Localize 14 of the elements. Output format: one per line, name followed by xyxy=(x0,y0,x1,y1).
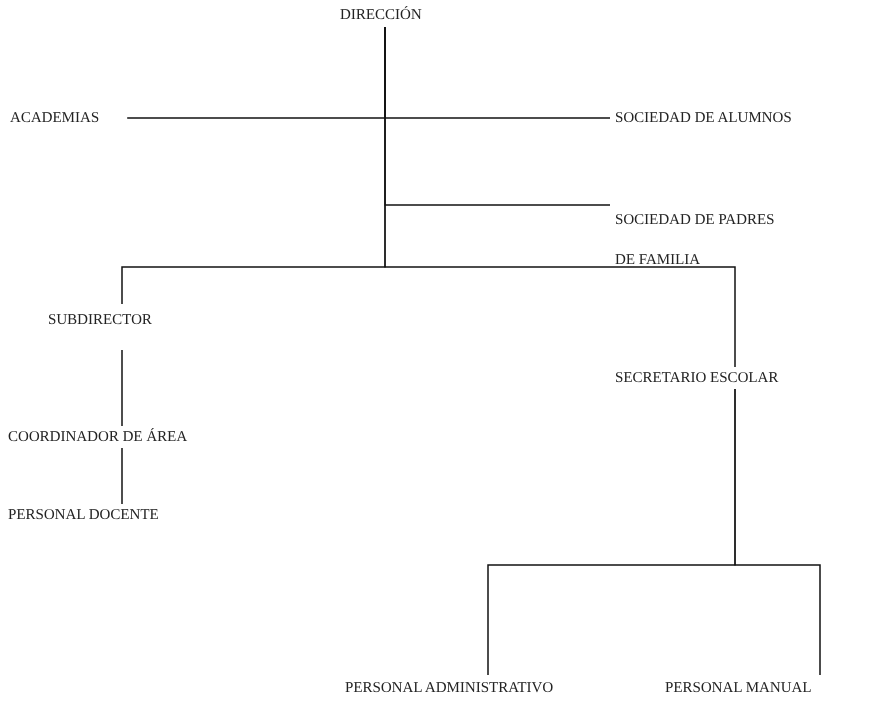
connector-line xyxy=(121,350,123,426)
connector-line xyxy=(734,389,821,675)
connector-line xyxy=(384,27,736,367)
org-unit-label: SOCIEDAD DE PADRES DE FAMILIA xyxy=(615,212,774,268)
org-unit-label: SOCIEDAD DE ALUMNOS xyxy=(615,110,792,126)
connector-line xyxy=(121,448,123,504)
org-unit-label: PERSONAL MANUAL xyxy=(665,680,812,696)
org-unit-label: PERSONAL DOCENTE xyxy=(8,507,159,523)
org-unit-label: COORDINADOR DE ÁREA xyxy=(8,429,188,445)
org-unit-label: PERSONAL ADMINISTRATIVO xyxy=(345,680,554,696)
org-unit-label: ACADEMIAS xyxy=(10,110,100,126)
org-unit-label: SUBDIRECTOR xyxy=(48,312,152,328)
org-unit-label: SECRETARIO ESCOLAR xyxy=(615,370,778,386)
org-unit-label: DIRECCIÓN xyxy=(340,7,422,23)
